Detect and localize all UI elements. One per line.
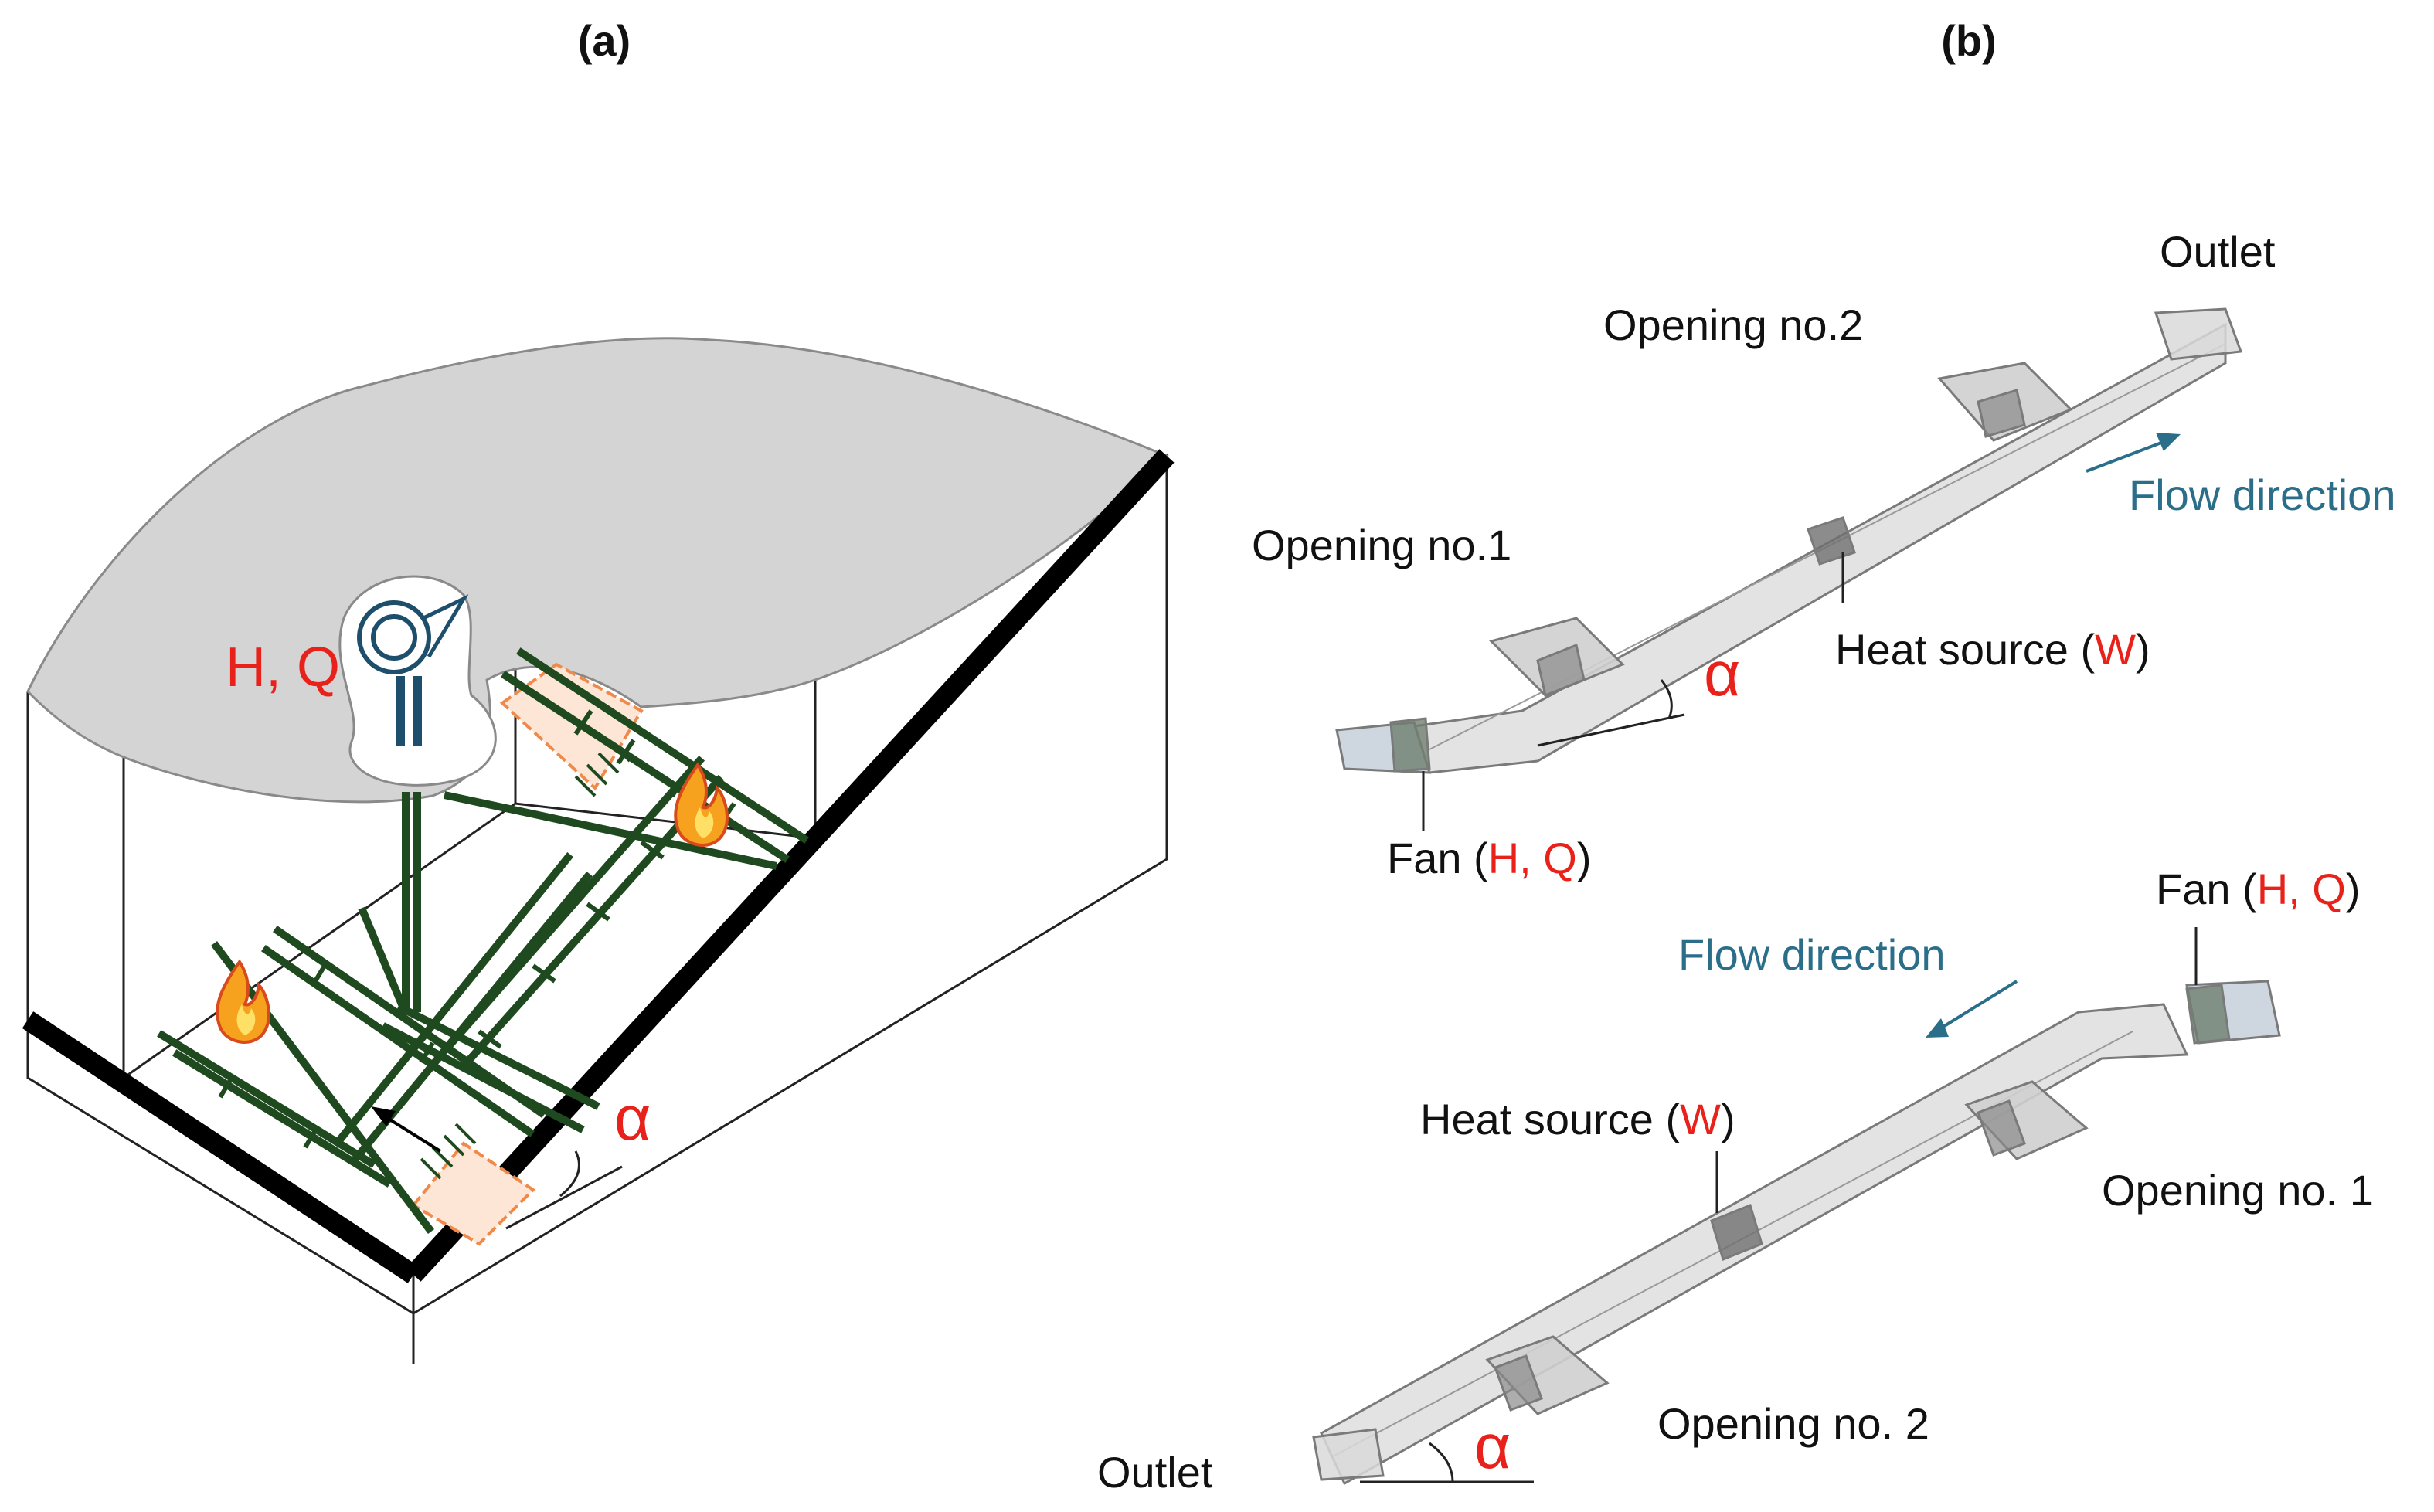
opening2-label-bottom: Opening no. 2 [1657,1399,1929,1448]
incline-bottom-line [22,1011,420,1283]
brick-zone-lower [410,1141,536,1246]
rail-hatch [420,740,631,1180]
outlet-top [2154,307,2243,361]
fan-block-bottom [2185,984,2231,1045]
fan-block-top [1389,717,1431,773]
arrow-icon [371,1106,442,1153]
duct-network-bottom [1312,980,2281,1486]
outlet-bottom [1312,1428,1385,1481]
rock-mass [26,337,1169,804]
opening1-label-bottom: Opening no. 1 [2102,1166,2374,1215]
fire-icon [674,762,729,847]
angle-label-top: α [1704,639,1740,709]
flow-direction-label-bottom: Flow direction [1678,930,1945,979]
angle-arc-bottom [1429,1442,1454,1483]
panel-label-b: (b) [1941,16,1997,65]
mine-block-diagram: H, Q α [22,337,1175,1364]
panel-label-a: (a) [578,16,631,65]
fan-label-bottom: Fan (H, Q) [2156,865,2360,913]
opening2-label-top: Opening no.2 [1603,301,1863,349]
angle-label-a: α [614,1083,651,1154]
angle-baseline-top [1537,713,1685,747]
opening1-label-top: Opening no.1 [1252,521,1511,569]
flow-direction-label-top: Flow direction [2129,471,2395,519]
fan-label-top: Fan (H, Q) [1387,834,1591,882]
fan-parameter-label: H, Q [226,637,340,698]
angle-label-bottom: α [1474,1412,1511,1482]
rail-rungs [218,709,736,1149]
heat-source-label-bottom: Heat source (W) [1420,1095,1735,1143]
outlet-label-bottom: Outlet [1097,1448,1213,1497]
incline-edge-line [406,449,1175,1282]
angle-baseline-a [505,1165,623,1230]
outlet-label-top: Outlet [2160,227,2276,276]
duct-network-top [1335,307,2243,774]
heat-source-bottom [1710,1203,1763,1262]
fire-icon [216,959,270,1044]
arrow-icon [2086,433,2181,473]
arrow-icon [1926,980,2018,1038]
angle-arc-top [1660,679,1673,719]
heat-source-label-top: Heat source (W) [1835,625,2150,674]
fan-icon [357,594,469,746]
angle-arc-a [559,1150,580,1198]
